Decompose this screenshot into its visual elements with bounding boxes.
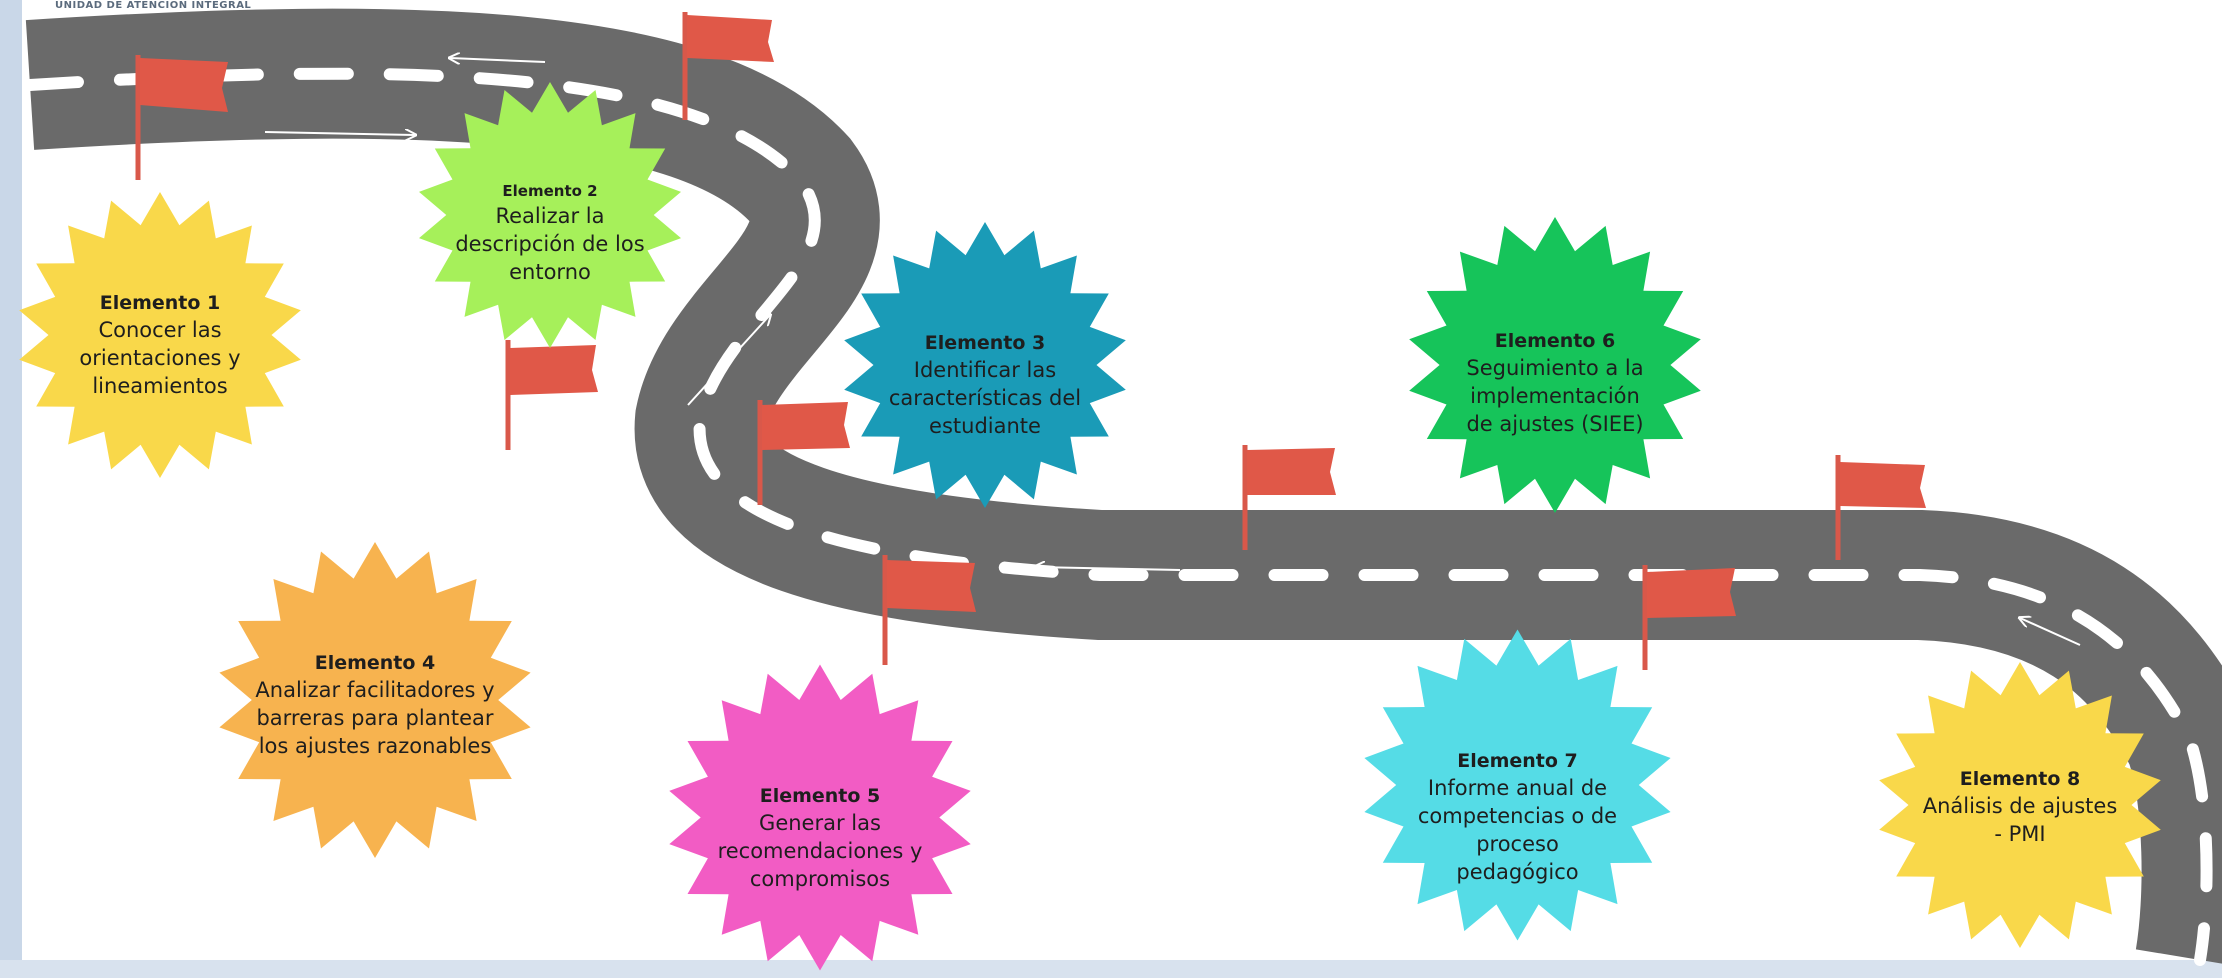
- starburst-shape: [669, 664, 971, 971]
- flag: [682, 12, 774, 120]
- element-title: Elemento 6: [1494, 330, 1616, 352]
- element-description: Realizar la descripción de los entorno: [455, 204, 645, 284]
- element-description: Seguimiento a la implementación de ajust…: [1466, 356, 1644, 436]
- starburst-shape: [1879, 662, 2161, 948]
- road-arrow: [1035, 567, 1181, 570]
- element-title: Elemento 1: [99, 292, 221, 314]
- road-arrow: [450, 58, 546, 62]
- element-description: Informe anual de competencias o de proce…: [1417, 776, 1618, 884]
- element-1-label: Elemento 1 Conocer las orientaciones y l…: [10, 292, 310, 400]
- flag: [1242, 445, 1336, 550]
- element-title: Elemento 7: [1457, 750, 1578, 772]
- element-7-badge: Elemento 7 Informe anual de competencias…: [1360, 615, 1675, 955]
- element-title: Elemento 3: [924, 332, 1046, 354]
- element-6-badge: Elemento 6 Seguimiento a la implementaci…: [1405, 215, 1705, 515]
- element-4-badge: Elemento 4 Analizar facilitadores y barr…: [215, 540, 535, 860]
- lane-dashes: [24, 67, 2213, 966]
- unit-label: UNIDAD DE ATENCIÓN INTEGRAL: [55, 0, 252, 11]
- road-arrow: [554, 529, 675, 590]
- starburst-shape: [844, 222, 1126, 508]
- road-arrow: [2020, 618, 2081, 646]
- element-2-badge: Elemento 2 Realizar la descripción de lo…: [410, 80, 690, 350]
- starburst-shape: [1409, 217, 1701, 513]
- element-3-label: Elemento 3 Identificar las característic…: [840, 332, 1130, 440]
- element-4-label: Elemento 4 Analizar facilitadores y barr…: [215, 652, 535, 760]
- flag: [757, 400, 850, 505]
- element-title: Elemento 2: [502, 182, 598, 200]
- element-description: Análisis de ajustes - PMI: [1922, 794, 2118, 846]
- left-border-band: [0, 0, 22, 978]
- element-description: Identificar las características del estu…: [888, 358, 1082, 438]
- element-description: Conocer las orientaciones y lineamientos: [79, 318, 241, 398]
- flag: [505, 340, 598, 450]
- element-description: Analizar facilitadores y barreras para p…: [255, 678, 495, 758]
- road-arrow: [264, 132, 415, 135]
- element-6-label: Elemento 6 Seguimiento a la implementaci…: [1405, 330, 1705, 438]
- flag: [882, 555, 976, 665]
- road-arrow: [1249, 660, 1385, 662]
- element-8-badge: Elemento 8 Análisis de ajustes - PMI: [1875, 660, 2165, 950]
- element-3-badge: Elemento 3 Identificar las característic…: [840, 220, 1130, 510]
- starburst-shape: [419, 82, 681, 348]
- flag: [1642, 565, 1736, 670]
- starburst-shape: [219, 542, 531, 858]
- element-5-badge: Elemento 5 Generar las recomendaciones y…: [665, 660, 975, 975]
- road-arrow: [1734, 660, 1885, 662]
- element-description: Generar las recomendaciones y compromiso…: [717, 811, 923, 891]
- flag: [1835, 455, 1926, 560]
- flag: [135, 55, 228, 180]
- element-5-label: Elemento 5 Generar las recomendaciones y…: [665, 785, 975, 893]
- element-title: Elemento 5: [759, 785, 881, 807]
- starburst-shape: [19, 192, 301, 478]
- element-8-label: Elemento 8 Análisis de ajustes - PMI: [1875, 768, 2165, 848]
- bottom-border-band: [0, 960, 2222, 978]
- element-title: Elemento 8: [1959, 768, 2081, 790]
- element-7-label: Elemento 7 Informe anual de competencias…: [1360, 750, 1675, 886]
- road-arrow: [687, 315, 770, 406]
- starburst-shape: [1364, 629, 1671, 941]
- element-1-badge: Elemento 1 Conocer las orientaciones y l…: [10, 190, 310, 480]
- element-title: Elemento 4: [314, 652, 436, 674]
- element-2-label: Elemento 2 Realizar la descripción de lo…: [410, 182, 690, 286]
